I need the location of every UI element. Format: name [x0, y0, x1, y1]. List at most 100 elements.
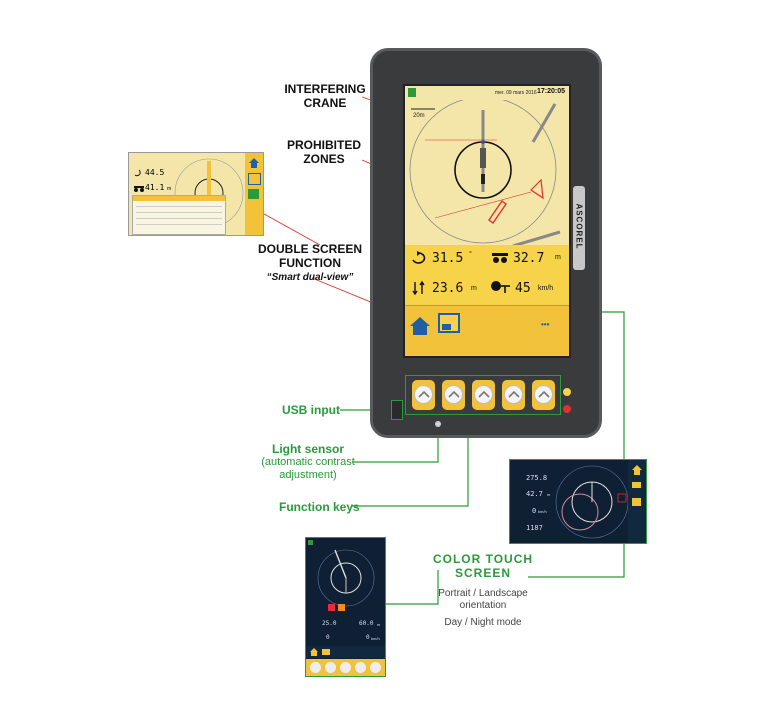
radar-view[interactable]: 20m — [405, 96, 569, 248]
thumb-key — [310, 662, 321, 673]
thumb-night-home-icon — [632, 465, 642, 475]
callout-sub-2: adjustment) — [279, 469, 337, 481]
hook-height-icon — [412, 280, 425, 296]
callout-usb-input: USB input — [282, 403, 340, 417]
screen-nav-bar: ••• — [405, 305, 569, 356]
thumb-portrait-keys — [306, 659, 385, 676]
zone-line — [434, 191, 532, 219]
callout-line-1: Portrait / Landscape — [438, 588, 528, 599]
thumb-night-v3: 0 — [532, 507, 537, 515]
dual-view-icon — [442, 324, 451, 330]
app-icon — [408, 88, 416, 97]
thumb-portrait-v2-unit: m — [377, 622, 381, 627]
thumb-table-row — [136, 209, 222, 213]
light-sensor — [435, 421, 441, 427]
thumb-night-dual-icon — [632, 482, 641, 488]
thumb-table-row — [136, 203, 222, 207]
slew-icon — [412, 251, 426, 264]
thumb-night-radar — [555, 465, 629, 539]
callout-prohibited-zones: PROHIBITED ZONES — [276, 138, 372, 166]
callout-function-keys: Function keys — [279, 500, 360, 514]
thumb-portrait-v2: 60.0 — [359, 620, 374, 627]
thumb-zone-icon — [248, 189, 259, 199]
trolley-dot — [481, 140, 485, 144]
status-led-yellow — [563, 388, 571, 396]
callout-title: Light sensor — [271, 442, 344, 456]
callout-line-2: CRANE — [303, 96, 347, 110]
thumb-key — [370, 662, 381, 673]
brand-label: ASCOREL — [574, 203, 584, 250]
scale-label: 20m — [413, 113, 425, 119]
height-value: 32.7 — [513, 251, 545, 266]
usb-port[interactable] — [391, 400, 403, 420]
thumb-side-bar — [245, 153, 263, 235]
thumb-portrait-v4: 0 — [366, 634, 370, 641]
callout-line-1: DOUBLE SCREEN — [257, 242, 362, 256]
callout-orientation: Portrait / Landscape orientation Day / N… — [430, 588, 536, 629]
thumb-portrait-alert-icon — [328, 604, 335, 611]
callout-line-2: ZONES — [303, 152, 345, 166]
slew-unit: ° — [469, 251, 472, 258]
data-panel: 31.5 ° 32.7 m 23.6 m 45 km/h — [405, 245, 569, 305]
callout-day-night: Day / Night mode — [444, 617, 522, 628]
function-key-1[interactable] — [412, 380, 435, 410]
height-unit: m — [555, 254, 561, 261]
prohibited-zone-2 — [530, 178, 544, 200]
thumb-dual-icon — [248, 173, 261, 185]
main-screen[interactable]: mer. 09 mars 2016 17:20:05 20m 31.5 ° — [403, 84, 571, 358]
hook-marker — [481, 174, 485, 184]
brand-tab: ASCOREL — [573, 186, 585, 270]
thumb-portrait-warn-icon — [338, 604, 345, 611]
thumb-night-v2: 42.7 — [526, 490, 543, 498]
thumb-night-zone-icon — [632, 498, 641, 506]
dual-view-button[interactable] — [438, 313, 460, 333]
thumb-portrait-dual-icon — [322, 649, 330, 655]
thumb-night-v2-unit: m — [547, 492, 551, 497]
thumb-portrait-radar — [317, 549, 375, 607]
interfering-crane-jib-2 — [512, 230, 561, 248]
height-icon — [492, 253, 508, 263]
slew-value: 31.5 — [432, 251, 464, 266]
thumb-height-value: 41.1 — [145, 183, 165, 192]
function-key-3[interactable] — [472, 380, 495, 410]
callout-line-1: COLOR TOUCH — [432, 552, 534, 566]
thumb-height-icon — [134, 186, 144, 192]
wind-icon — [491, 281, 510, 293]
thumb-night-v4: 1187 — [526, 524, 543, 532]
callout-line-1: INTERFERING — [284, 82, 366, 96]
home-icon[interactable] — [409, 315, 431, 337]
thumb-key — [325, 662, 336, 673]
thumb-portrait-app-icon — [308, 540, 313, 545]
callout-line-1: PROHIBITED — [286, 138, 361, 152]
callout-subtitle: “Smart dual-view” — [266, 272, 354, 283]
function-key-2[interactable] — [442, 380, 465, 410]
thumb-night-v1: 275.8 — [526, 474, 548, 482]
callout-interfering-crane: INTERFERING CRANE — [280, 82, 370, 110]
function-key-4[interactable] — [502, 380, 525, 410]
prohibited-zone-1 — [488, 200, 507, 224]
thumb-key — [340, 662, 351, 673]
thumb-night-side-bar — [628, 460, 646, 543]
hook-value: 23.6 — [432, 281, 464, 296]
status-led-red — [563, 405, 571, 413]
thumb-overlay-table — [132, 195, 226, 235]
thumb-portrait-v1: 25.0 — [322, 620, 337, 627]
thumb-night-v3-unit: km/h — [538, 509, 547, 514]
dual-view-thumbnail: 44.5 41.1 m — [128, 152, 264, 236]
callout-color-touch: COLOR TOUCH SCREEN — [428, 552, 538, 580]
thumb-slew-icon — [134, 169, 141, 177]
callout-light-sensor: Light sensor (automatic contrast adjustm… — [258, 442, 358, 482]
portrait-night-thumbnail: 25.0 60.0 m 0 0 km/h — [305, 537, 386, 677]
thumb-home-icon — [249, 158, 259, 168]
landscape-night-thumbnail: 275.8 42.7 m 0 km/h 1187 — [509, 459, 647, 544]
function-key-5[interactable] — [532, 380, 555, 410]
counter-jib — [480, 148, 486, 168]
thumb-portrait-nav — [306, 646, 385, 658]
callout-double-screen: DOUBLE SCREEN FUNCTION “Smart dual-view” — [248, 242, 372, 285]
more-button[interactable]: ••• — [541, 320, 550, 329]
wind-value: 45 — [515, 281, 531, 296]
thumb-table-row — [136, 221, 222, 225]
thumb-table-header — [133, 196, 225, 201]
thumb-key — [355, 662, 366, 673]
status-time: 17:20:05 — [537, 88, 566, 95]
